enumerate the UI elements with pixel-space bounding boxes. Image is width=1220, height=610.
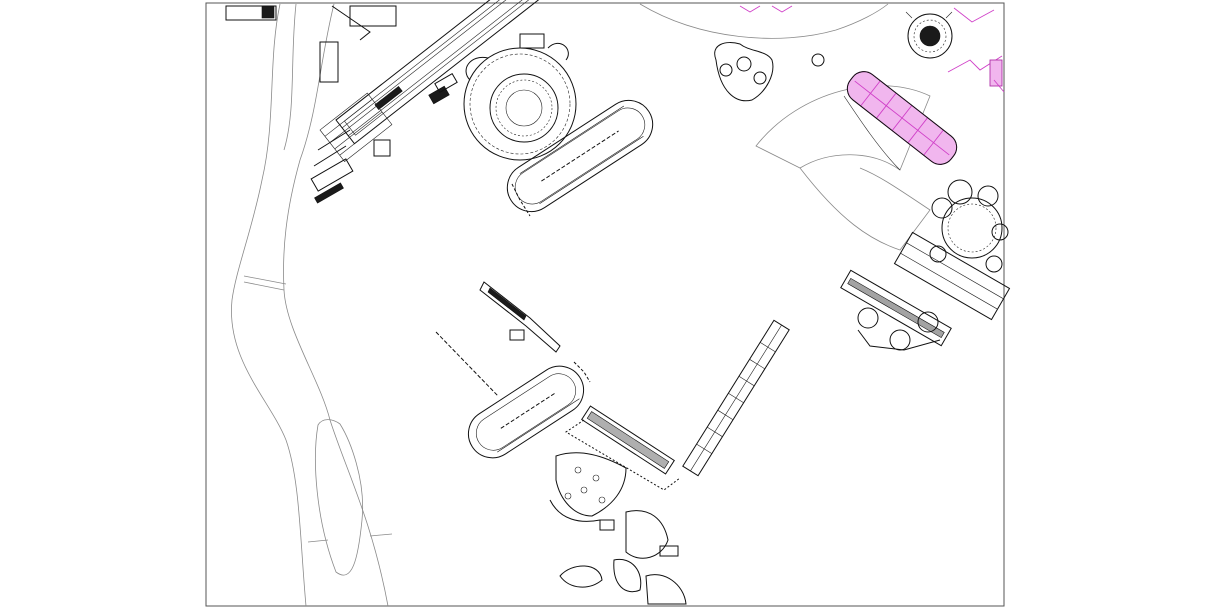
colonnade-wing bbox=[435, 281, 561, 397]
stoa-complex bbox=[225, 0, 545, 204]
dotted-courtyard bbox=[565, 419, 681, 491]
long-stoa bbox=[682, 319, 790, 477]
fan-court bbox=[755, 85, 931, 251]
lower-stadium-chain bbox=[573, 361, 591, 383]
theatre-arc-marks bbox=[739, 5, 793, 13]
round-hall bbox=[905, 11, 953, 59]
crescent-pavilions bbox=[714, 42, 825, 102]
garden-pavilions bbox=[549, 452, 627, 531]
gridded-portico bbox=[581, 405, 675, 475]
round-temple bbox=[428, 33, 577, 161]
bath-complex bbox=[840, 179, 1011, 351]
cave-pavilions bbox=[559, 510, 687, 605]
river bbox=[231, 3, 389, 607]
bridges bbox=[243, 275, 393, 543]
theatre-arc bbox=[639, 3, 889, 39]
lower-stadium bbox=[467, 365, 585, 459]
magenta-terraces bbox=[947, 7, 1005, 93]
frame-border bbox=[205, 2, 1005, 607]
river-island bbox=[315, 419, 364, 576]
upper-stadium bbox=[506, 99, 654, 213]
magenta-pavilion bbox=[846, 71, 958, 165]
upper-stadium-chain bbox=[511, 183, 531, 217]
